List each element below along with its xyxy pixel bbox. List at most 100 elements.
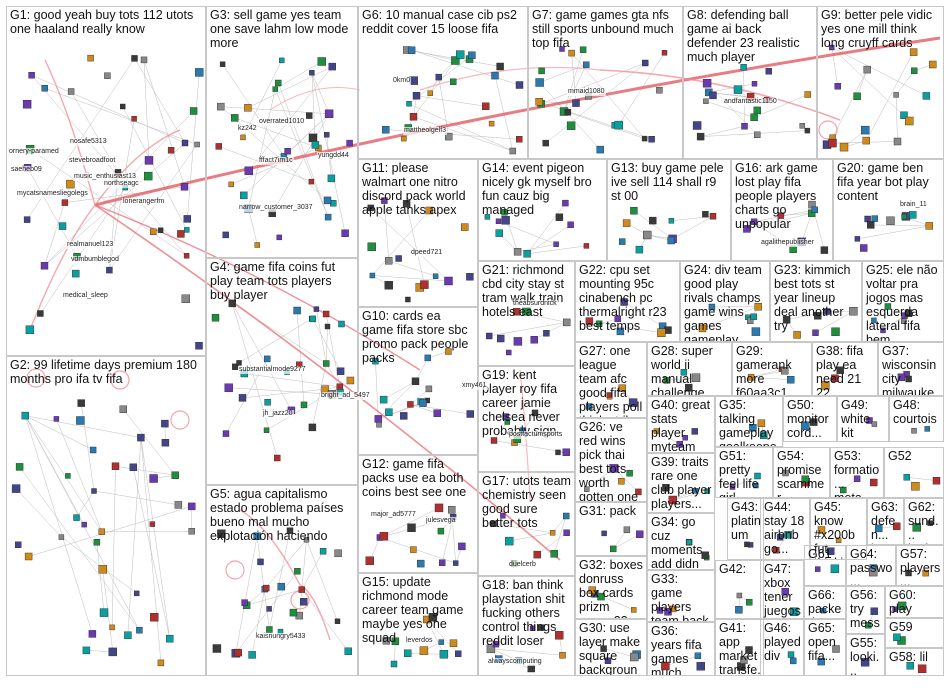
user-node (901, 213, 907, 220)
edge (264, 539, 307, 590)
user-node (420, 280, 429, 289)
user-node (183, 215, 192, 223)
user-node (740, 64, 747, 71)
user-node (150, 613, 159, 622)
edge (19, 466, 140, 631)
user-node (490, 437, 498, 444)
user-node (854, 236, 861, 242)
user-node (482, 102, 490, 111)
user-node (15, 463, 24, 471)
user-node (187, 502, 196, 511)
user-node (384, 281, 393, 290)
edge (24, 415, 85, 525)
user-node (862, 136, 870, 145)
user-node (757, 419, 766, 427)
group-panel-g48: G48: courtois (889, 396, 944, 442)
user-node (563, 318, 571, 327)
user-node (91, 488, 97, 494)
user-node (144, 156, 154, 165)
user-node (174, 501, 183, 509)
user-node (87, 54, 94, 62)
user-node (801, 475, 809, 483)
user-node (563, 529, 570, 536)
user-node (601, 530, 607, 537)
edge (251, 589, 265, 655)
user-node (324, 109, 334, 119)
user-node (372, 357, 379, 365)
user-node (254, 242, 261, 248)
group-label: G23: kimmich best tots st year lineup de… (774, 263, 854, 333)
user-node (925, 222, 933, 230)
edge (232, 303, 292, 411)
user-node (468, 51, 476, 59)
user-node (241, 599, 248, 606)
edge (416, 95, 486, 107)
user-node (827, 547, 835, 555)
group-label: G40: great stats player myteam height... (651, 398, 711, 453)
user-node (750, 313, 757, 320)
edge (375, 361, 379, 419)
group-label: G66: packed (808, 588, 842, 618)
edge (751, 377, 791, 380)
group-label: G12: game fifa packs use ea both coins b… (362, 457, 467, 499)
user-node (98, 528, 106, 535)
user-node (157, 659, 165, 667)
user-node (736, 592, 743, 599)
edge (247, 66, 333, 109)
group-label: G31: pack (579, 504, 636, 518)
user-node (181, 139, 189, 147)
group-panel-g33: G33: game players team back fun play... (647, 570, 715, 622)
user-node (40, 262, 49, 270)
user-node (538, 624, 545, 631)
user-node (656, 607, 664, 614)
edge (187, 72, 200, 219)
user-node (406, 100, 412, 107)
user-node (776, 534, 784, 541)
user-node (869, 567, 878, 577)
user-node (733, 85, 743, 94)
group-label: G63: defen... lt... (871, 500, 899, 544)
user-node (860, 658, 870, 667)
user-node (760, 431, 768, 439)
edge (700, 130, 808, 137)
edge (232, 303, 278, 459)
group-label: G20: game ben fifa year bot play content (837, 161, 933, 203)
user-node (106, 266, 113, 274)
user-node (696, 662, 705, 671)
user-node (279, 57, 285, 64)
group-label: G52 (888, 449, 912, 463)
edge (379, 537, 456, 564)
user-node (553, 241, 559, 247)
edge (526, 224, 571, 255)
edge (28, 506, 192, 557)
user-node (445, 348, 452, 355)
user-node (549, 530, 556, 536)
user-node (743, 225, 751, 233)
user-node (435, 73, 442, 81)
user-node (65, 473, 71, 479)
edge (228, 387, 333, 395)
edge (122, 106, 188, 230)
user-node (604, 657, 612, 664)
user-node (835, 537, 842, 543)
user-node (787, 376, 795, 384)
user-node (703, 98, 709, 104)
edge (539, 82, 601, 150)
user-node (346, 376, 355, 385)
edge (545, 62, 646, 144)
group-panel-g38: G38: fifa play ea need 21 22 digital... (812, 342, 878, 396)
user-node (782, 469, 789, 477)
user-node (531, 409, 539, 417)
group-panel-g30: G30: use layer make square background... (575, 619, 647, 676)
user-node (119, 103, 126, 110)
user-node (555, 449, 561, 456)
user-node (657, 328, 666, 337)
user-node (810, 418, 818, 426)
group-panel-g39: G39: traits rare one club player players… (647, 453, 715, 513)
group-panel-g10: G10: cards ea game fifa store sbc promo … (358, 307, 478, 455)
user-node (745, 646, 753, 654)
user-node (804, 127, 811, 134)
group-panel-g54: G54: promise scammer... (773, 447, 830, 498)
group-panel-g66: G66: packed (804, 586, 846, 619)
user-node (691, 428, 698, 435)
